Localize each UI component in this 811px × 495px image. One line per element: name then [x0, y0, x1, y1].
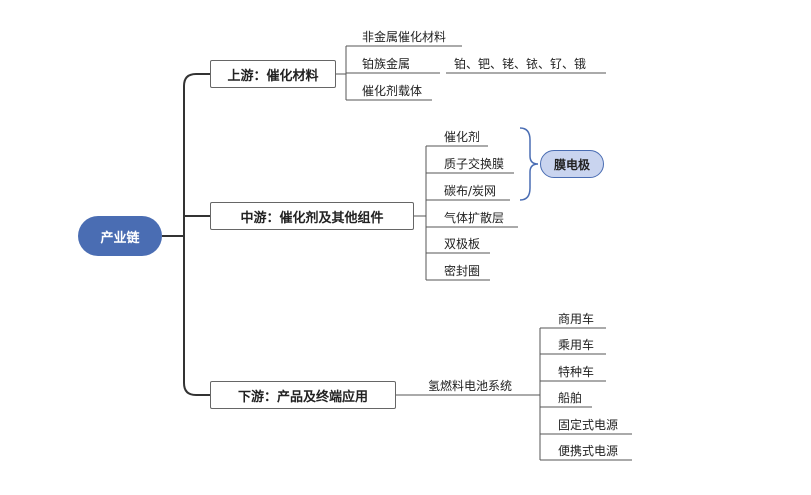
downstream-item[interactable]: 特种车 [558, 365, 595, 379]
upstream-item[interactable]: 铂族金属 [362, 57, 411, 71]
membrane-electrode-node[interactable]: 膜电极 [540, 150, 604, 178]
downstream-item[interactable]: 船舶 [558, 391, 583, 405]
midstream-item[interactable]: 气体扩散层 [444, 211, 505, 225]
upstream-node[interactable]: 上游：催化材料 [210, 60, 336, 88]
platinum-group-detail: 铂、钯、铑、铱、钌、锇 [454, 57, 587, 71]
fuel-cell-system-node[interactable]: 氢燃料电池系统 [428, 379, 513, 393]
midstream-item[interactable]: 碳布/炭网 [444, 184, 497, 198]
downstream-item[interactable]: 固定式电源 [558, 418, 619, 432]
midstream-item[interactable]: 双极板 [444, 237, 481, 251]
midstream-item[interactable]: 密封圈 [444, 264, 481, 278]
downstream-item[interactable]: 便携式电源 [558, 444, 619, 458]
midstream-item[interactable]: 质子交换膜 [444, 157, 505, 171]
brace [519, 127, 539, 201]
downstream-item[interactable]: 商用车 [558, 312, 595, 326]
downstream-node[interactable]: 下游：产品及终端应用 [210, 381, 396, 409]
root-node[interactable]: 产业链 [78, 216, 162, 256]
upstream-item[interactable]: 催化剂载体 [362, 84, 423, 98]
downstream-item[interactable]: 乘用车 [558, 338, 595, 352]
midstream-node[interactable]: 中游：催化剂及其他组件 [210, 202, 414, 230]
upstream-item[interactable]: 非金属催化材料 [362, 30, 447, 44]
midstream-item[interactable]: 催化剂 [444, 130, 481, 144]
